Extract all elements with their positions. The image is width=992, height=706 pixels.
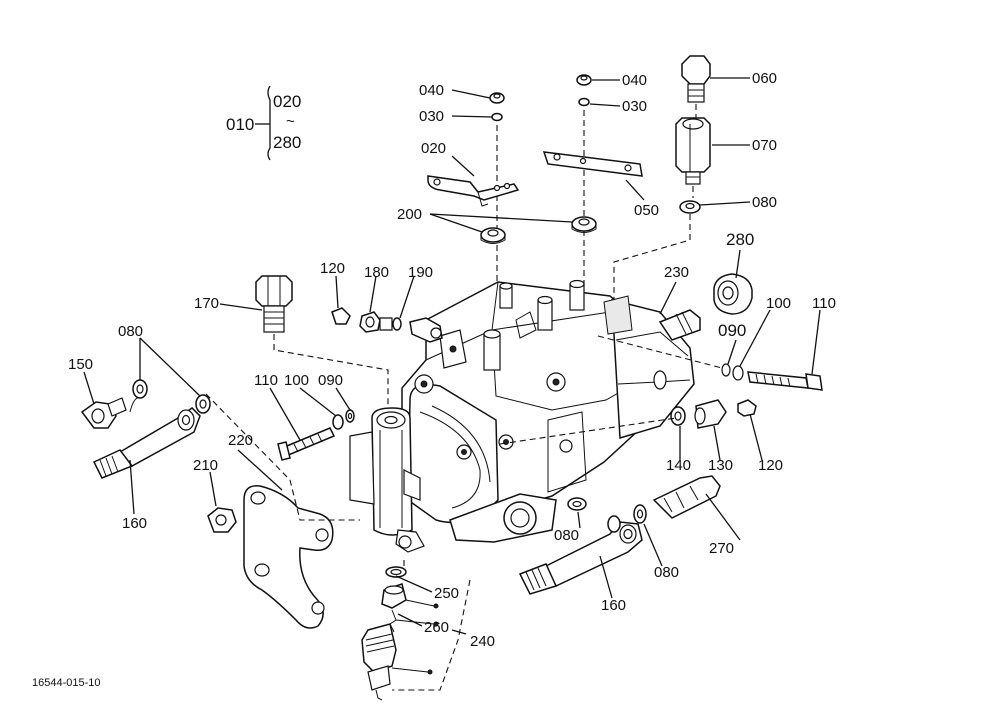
callout-060: 060 (752, 70, 777, 87)
callout-250: 250 (434, 585, 459, 602)
callout-200: 200 (397, 206, 422, 223)
drawing-reference-number: 16544-015-10 (32, 677, 101, 689)
plate-220 (205, 393, 360, 629)
callout-240: 240 (470, 633, 495, 650)
fitting-160-left-group (80, 379, 211, 479)
callout-160-right: 160 (601, 597, 626, 614)
injection-pump-body (349, 279, 701, 553)
callout-070: 070 (752, 137, 777, 154)
callout-230: 230 (664, 264, 689, 281)
callout-170: 170 (194, 295, 219, 312)
callout-120-top: 120 (320, 260, 345, 277)
banjo-bolt-060-group (613, 55, 711, 395)
callout-160-left: 160 (122, 515, 147, 532)
bolt-110-left-group (277, 409, 355, 461)
washers-200 (429, 213, 597, 244)
range-to-label: 280 (273, 133, 301, 152)
callout-100-right: 100 (766, 295, 791, 312)
banjo-bolt-170-group (255, 275, 389, 408)
callout-100-left: 100 (284, 372, 309, 389)
callout-130: 130 (708, 457, 733, 474)
callout-110-right: 110 (812, 295, 836, 312)
callout-030-left: 030 (419, 108, 444, 125)
callout-120-right: 120 (758, 457, 783, 474)
solenoid-240-group (361, 560, 471, 701)
callout-030-right: 030 (622, 98, 647, 115)
callout-040-right: 040 (622, 72, 647, 89)
callout-180: 180 (364, 264, 389, 281)
callout-050: 050 (634, 202, 659, 219)
callout-020: 020 (421, 140, 446, 157)
callout-190: 190 (408, 264, 433, 281)
range-from-label: 020 (273, 92, 301, 111)
bracket-020-group (427, 92, 520, 300)
leader-lines (83, 77, 821, 635)
range-start-label: 010 (226, 115, 254, 134)
callout-270: 270 (709, 540, 734, 557)
fitting-130-group (499, 399, 757, 445)
callout-080-bottom: 080 (654, 564, 679, 581)
callout-140: 140 (666, 457, 691, 474)
callout-080-left: 080 (118, 323, 143, 340)
callout-090-left: 090 (318, 372, 343, 389)
callout-220: 220 (228, 432, 253, 449)
callout-280: 280 (726, 230, 754, 249)
nut-280 (713, 273, 753, 315)
fitting-270-group (518, 475, 721, 595)
callout-080-top: 080 (752, 194, 777, 211)
callout-110-left: 110 (254, 372, 278, 389)
range-tilde: ~ (286, 113, 295, 130)
callout-150: 150 (68, 356, 93, 373)
bracket-050-group (542, 74, 643, 290)
bolt-110-right-group (597, 335, 823, 391)
callout-210: 210 (193, 457, 218, 474)
callout-040-left: 040 (419, 82, 444, 99)
screw-180-group (331, 307, 443, 343)
callout-080-middle: 080 (554, 527, 579, 544)
callout-labels: 040 030 020 040 030 050 060 070 080 200 … (68, 70, 836, 650)
callout-260: 260 (424, 619, 449, 636)
callout-090-right: 090 (718, 321, 746, 340)
range-bracket: 010 020 ~ 280 (226, 85, 301, 161)
